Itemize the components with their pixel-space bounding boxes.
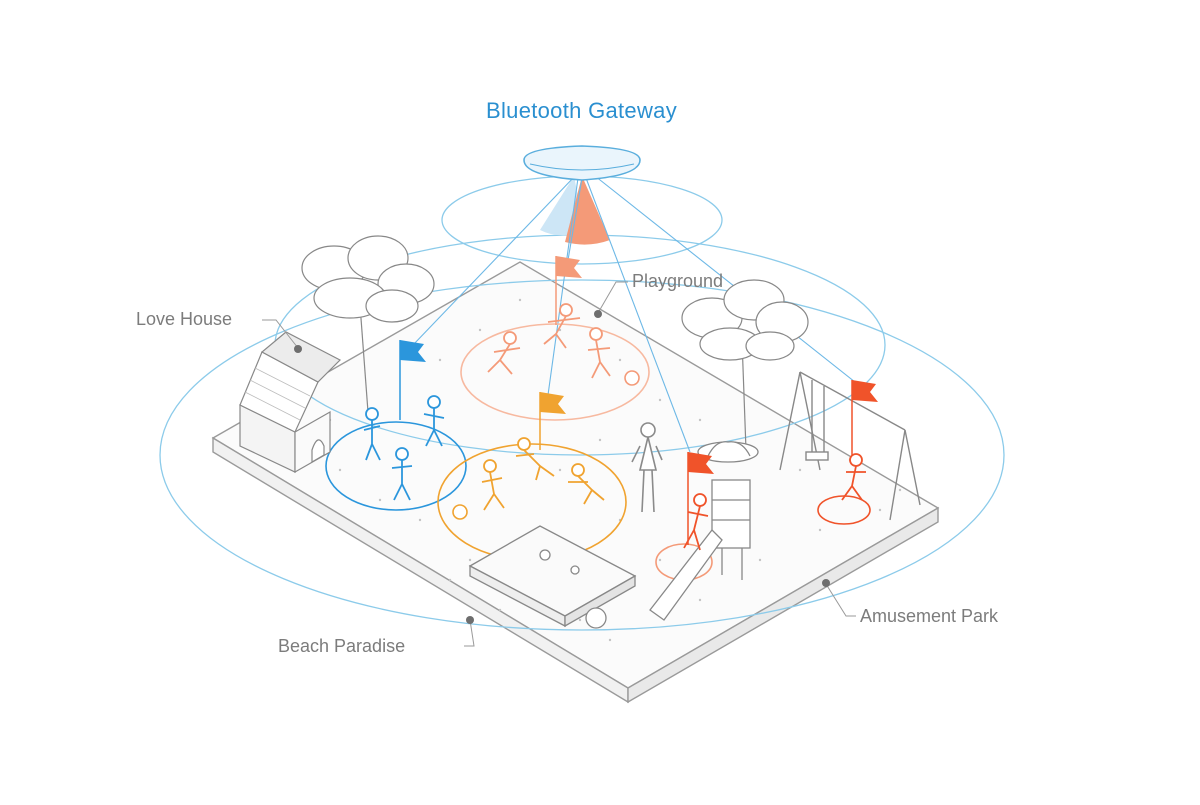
pointer-dot-amusement-park xyxy=(822,579,830,587)
coverage-ring-outer xyxy=(159,279,1005,631)
label-love-house: Love House xyxy=(136,309,233,329)
label-playground: Playground xyxy=(632,271,724,291)
adult-figure-icon xyxy=(631,422,663,513)
diagram-title: Bluetooth Gateway xyxy=(486,98,677,123)
gateway-device-icon xyxy=(523,145,641,181)
flag-icon xyxy=(539,392,566,450)
flag-icon xyxy=(851,380,878,455)
label-pointers xyxy=(262,281,856,647)
child-figure-icon xyxy=(543,303,581,349)
child-figure-icon xyxy=(481,459,505,511)
child-figure-icon xyxy=(487,331,521,375)
child-figure-icon xyxy=(363,407,381,461)
child-figure-icon xyxy=(568,463,605,505)
pointer-dot-playground xyxy=(594,310,602,318)
label-beach-paradise: Beach Paradise xyxy=(278,636,406,656)
ball-icon xyxy=(452,504,468,520)
swing-set-icon xyxy=(779,371,921,521)
child-figure-icon xyxy=(841,453,866,501)
child-figure-icon xyxy=(683,493,709,551)
slide-tower-icon xyxy=(649,441,759,621)
label-amusement-park: Amusement Park xyxy=(860,606,999,626)
tree-icon xyxy=(681,279,809,451)
zone-playground xyxy=(460,323,650,421)
pointer-dot-beach-paradise xyxy=(466,616,474,624)
zone-love-house xyxy=(325,421,467,511)
sandbox-icon xyxy=(468,525,637,629)
label-pointer-dots xyxy=(294,310,830,624)
flag-icon xyxy=(555,256,582,325)
signal-beams xyxy=(412,175,856,453)
flag-icon xyxy=(399,340,426,420)
beam-coral-cone xyxy=(565,176,610,245)
child-figure-icon xyxy=(515,437,555,481)
ball-icon xyxy=(624,370,640,386)
house-icon xyxy=(239,331,342,474)
flag-icon xyxy=(687,452,714,545)
pointer-dot-love-house xyxy=(294,345,302,353)
tree-icon xyxy=(301,235,435,413)
child-figure-icon xyxy=(423,395,445,447)
child-figure-icon xyxy=(391,447,413,501)
zone-circles xyxy=(325,323,871,581)
child-figure-icon xyxy=(587,327,611,379)
